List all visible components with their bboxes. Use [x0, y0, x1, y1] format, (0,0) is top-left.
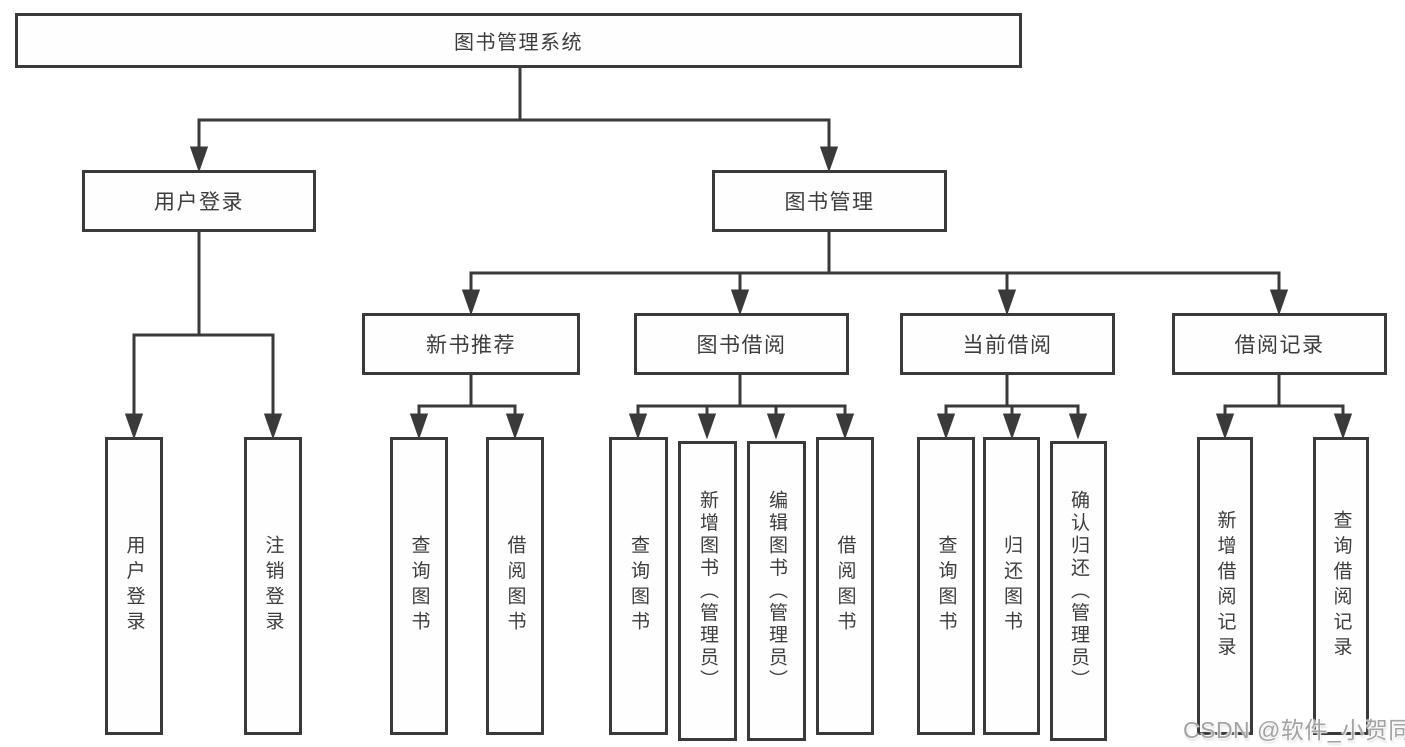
csdn-watermark: CSDN @软件_小贺同学	[1183, 717, 1405, 743]
node-book-management-module: 图书管理	[712, 170, 947, 232]
node-library-system: 图书管理系统	[15, 13, 1022, 68]
leaf-recommend-borrow-books: 借阅图书	[486, 437, 544, 735]
node-user-login-module: 用户登录	[82, 170, 316, 232]
node-book-borrowing: 图书借阅	[634, 313, 849, 375]
leaf-user-login: 用户登录	[105, 437, 163, 735]
leaf-recommend-query-books: 查询图书	[390, 437, 448, 735]
leaf-borrowing-borrow-books: 借阅图书	[816, 437, 874, 735]
leaf-logout: 注销登录	[244, 437, 302, 735]
leaf-borrowing-edit-books-admin: 编辑图书（管理员）	[747, 441, 806, 741]
leaf-current-return-books: 归还图书	[983, 437, 1040, 735]
node-borrowing-records: 借阅记录	[1172, 313, 1387, 375]
node-current-borrowing: 当前借阅	[900, 313, 1115, 375]
leaf-current-query-books: 查询图书	[917, 437, 975, 735]
leaf-borrowing-add-books-admin: 新增图书（管理员）	[678, 441, 737, 741]
leaf-current-confirm-return-admin: 确认归还（管理员）	[1050, 441, 1107, 741]
leaf-borrowing-query-books: 查询图书	[609, 437, 668, 735]
leaf-records-add-record: 新增借阅记录	[1197, 437, 1253, 735]
leaf-records-query-record: 查询借阅记录	[1313, 437, 1369, 735]
node-new-book-recommend: 新书推荐	[362, 313, 580, 375]
